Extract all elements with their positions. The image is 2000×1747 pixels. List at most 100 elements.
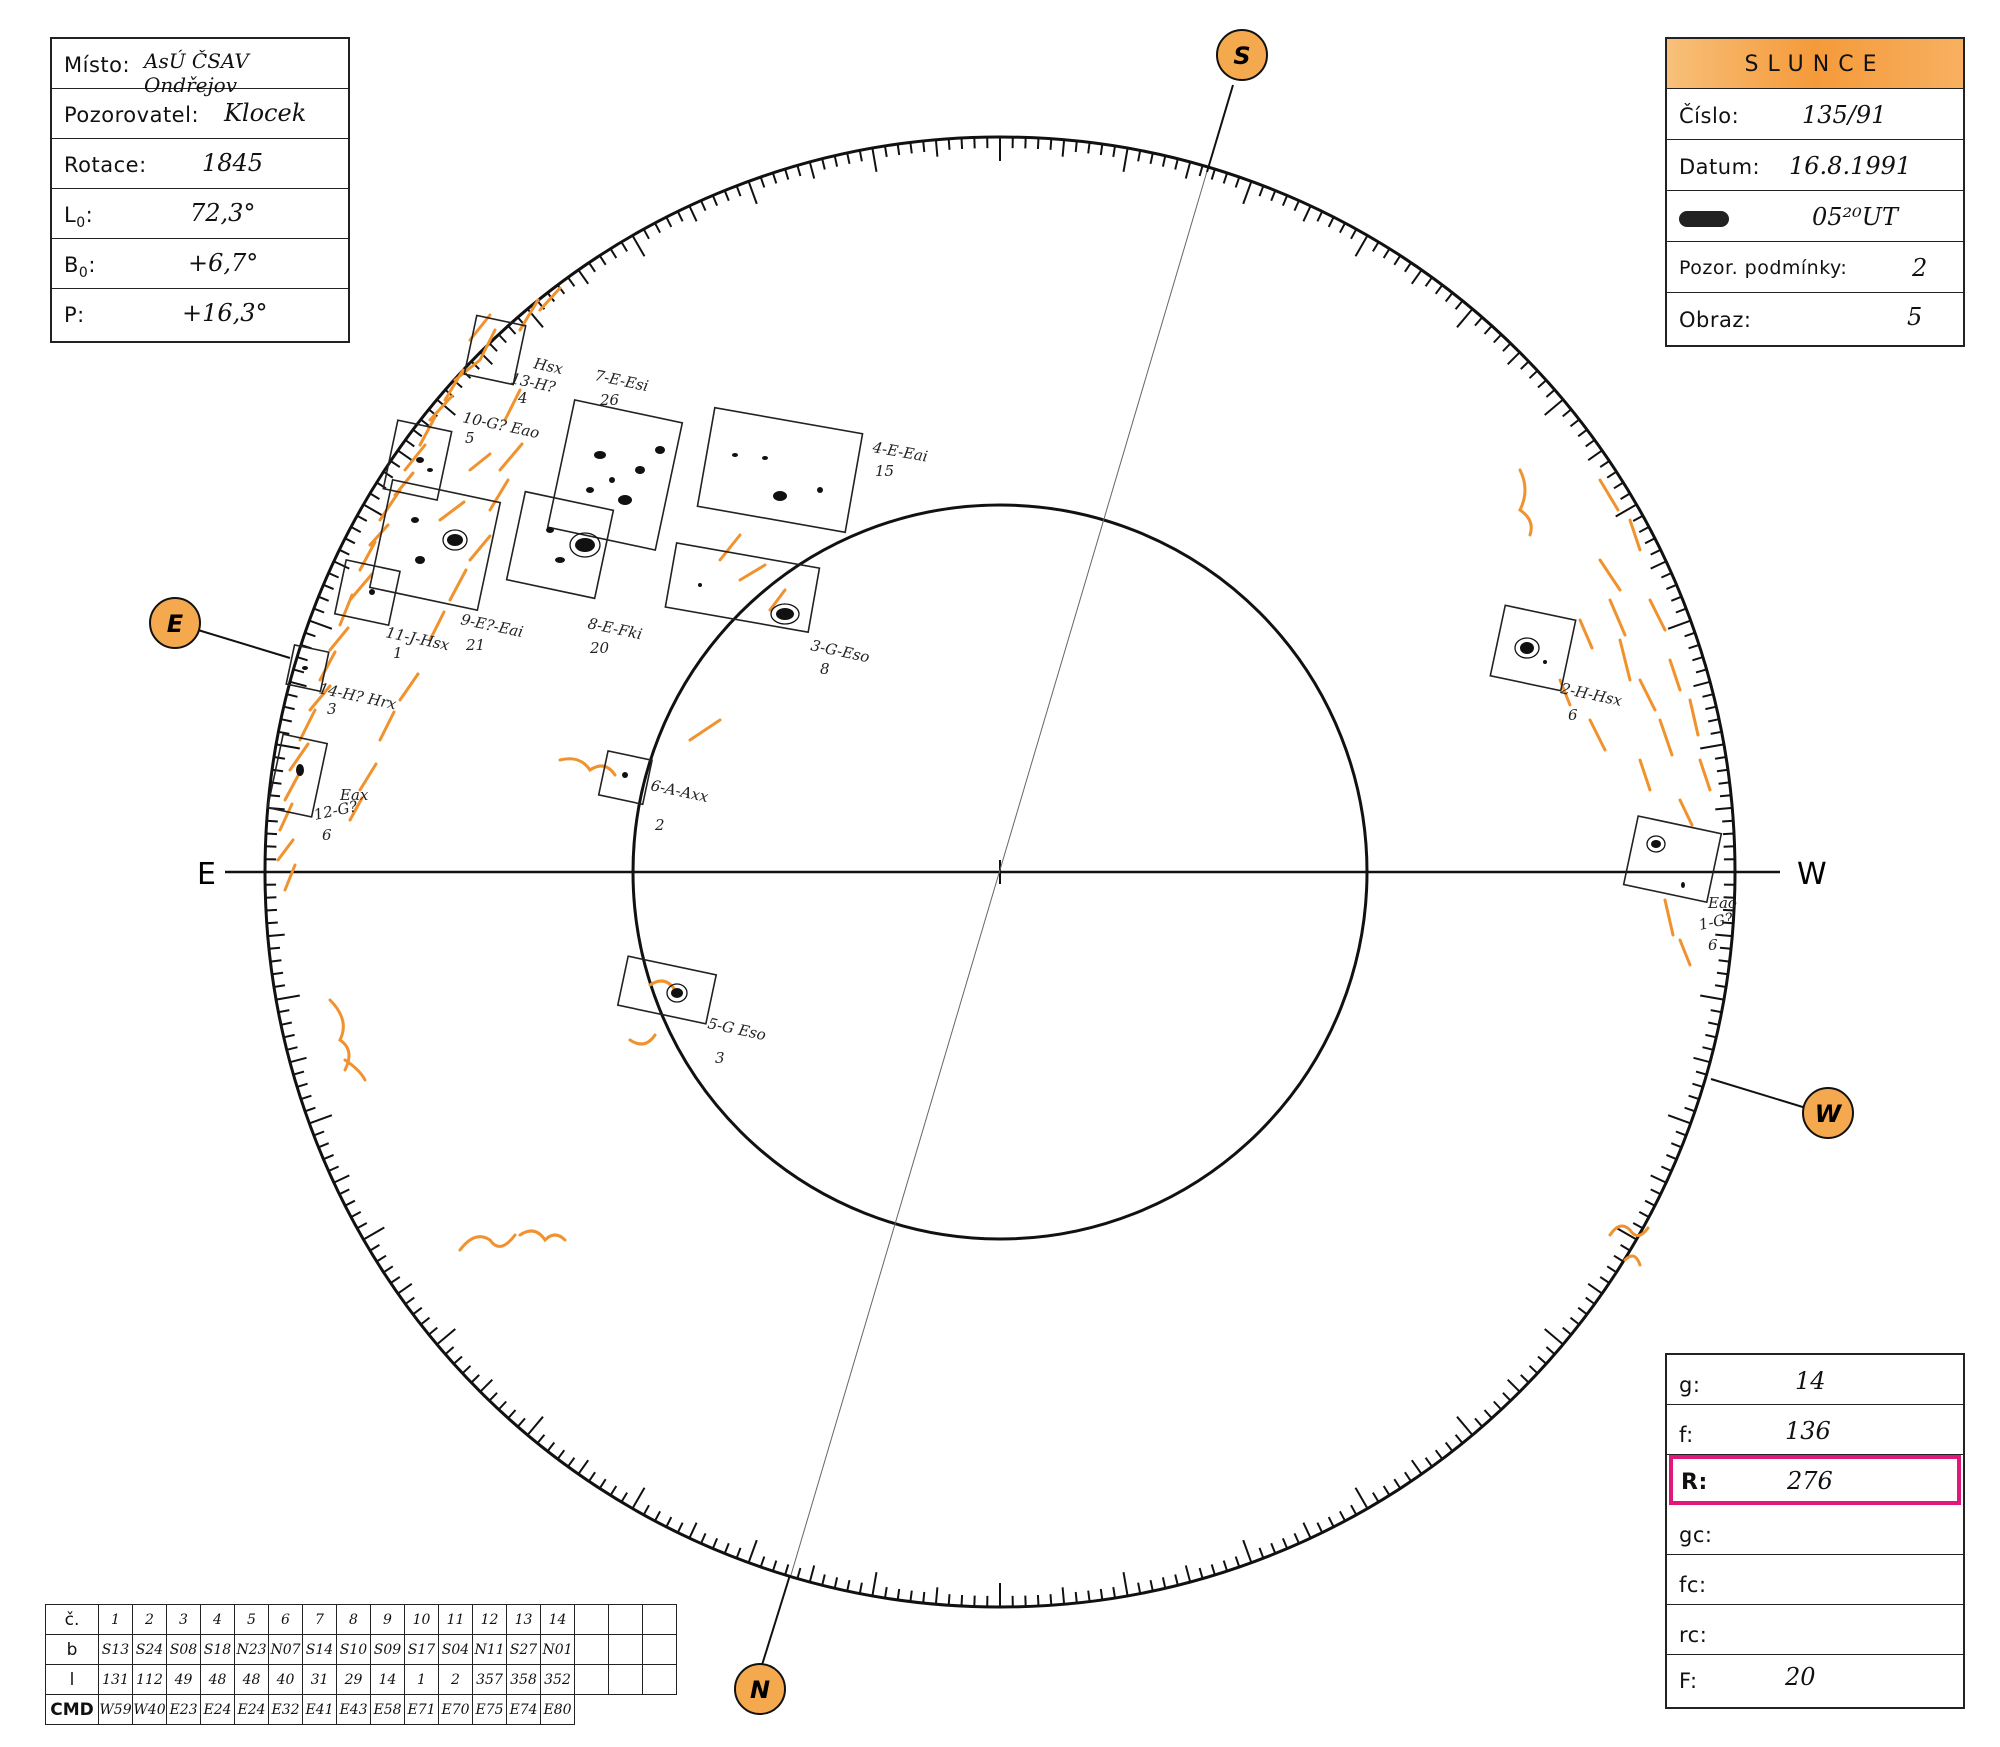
tick-mark xyxy=(1718,959,1730,963)
tick-mark xyxy=(308,1114,333,1125)
table-cell: E70 xyxy=(438,1694,473,1725)
empty-cell xyxy=(608,1634,643,1665)
gc-label: gc: xyxy=(1679,1523,1713,1547)
table-cell: 11 xyxy=(438,1604,473,1635)
tick-mark xyxy=(784,1564,790,1576)
table-cell: 352 xyxy=(540,1664,575,1695)
tick-mark xyxy=(858,150,863,162)
tick-mark xyxy=(412,428,423,438)
g-value: 14 xyxy=(1795,1367,1826,1395)
table-cell: S13 xyxy=(98,1634,133,1665)
tick-mark xyxy=(1036,137,1040,150)
tick-mark xyxy=(296,1082,308,1088)
b0-row: B0: +6,7° xyxy=(52,239,348,289)
tick-mark xyxy=(1456,308,1474,328)
b0-value: +6,7° xyxy=(188,249,259,277)
group-label-12-extra: Eax xyxy=(339,786,369,804)
marker-east: E xyxy=(149,597,201,649)
table-row-label: č. xyxy=(45,1604,99,1635)
table-cell: S04 xyxy=(438,1634,473,1665)
tick-mark xyxy=(896,1588,901,1600)
redacted-mark xyxy=(1679,211,1729,227)
tick-mark xyxy=(1302,205,1312,222)
tick-mark xyxy=(497,333,507,344)
tick-mark xyxy=(784,168,790,180)
tick-mark xyxy=(909,142,913,154)
tick-mark xyxy=(383,470,394,479)
tick-mark xyxy=(280,718,293,723)
tick-mark xyxy=(609,1485,618,1496)
obraz-value: 5 xyxy=(1907,303,1923,331)
east-marker-line xyxy=(197,629,291,659)
tick-mark xyxy=(1354,235,1369,257)
podminky-label: Pozor. podmínky: xyxy=(1679,257,1848,279)
tick-mark xyxy=(1506,351,1521,366)
r-row: R: 276 xyxy=(1669,1455,1961,1505)
tick-mark xyxy=(1562,1326,1572,1336)
tick-mark xyxy=(278,730,290,735)
rotace-label: Rotace: xyxy=(64,153,147,177)
tick-mark xyxy=(1293,200,1300,212)
tick-mark xyxy=(304,1106,316,1113)
tick-mark xyxy=(1615,1226,1637,1241)
tick-mark xyxy=(1112,145,1116,158)
table-row-label: b xyxy=(45,1634,99,1665)
tick-mark xyxy=(1577,428,1588,438)
tick-mark xyxy=(497,1400,507,1411)
table-cell: 7 xyxy=(302,1604,337,1635)
tick-mark xyxy=(620,1492,628,1503)
table-cell: 2 xyxy=(438,1664,473,1695)
marker-south: S xyxy=(1216,29,1268,81)
tick-mark xyxy=(759,1556,766,1568)
tick-mark xyxy=(1684,631,1696,638)
tick-mark xyxy=(747,1539,758,1564)
tick-mark xyxy=(1599,460,1610,468)
tick-mark xyxy=(1242,1539,1253,1564)
table-cell: 40 xyxy=(268,1664,303,1695)
south-pole-line xyxy=(1206,84,1234,173)
west-axis-label: W xyxy=(1797,857,1827,892)
pozorovatel-label: Pozorovatel: xyxy=(64,103,200,127)
tick-mark xyxy=(1350,1504,1358,1516)
degree-ticks xyxy=(265,137,1735,1607)
tick-mark xyxy=(1061,139,1066,157)
results-box: g: 14 f: 136 R: 276 gc: fc: rc: F: 20 xyxy=(1665,1353,1965,1709)
obraz-row: Obraz: 5 xyxy=(1667,293,1963,341)
tick-mark xyxy=(1316,210,1324,222)
p-value: +16,3° xyxy=(182,299,268,327)
table-cell: 48 xyxy=(234,1664,269,1695)
fc-row: fc: xyxy=(1667,1555,1963,1605)
tick-mark xyxy=(363,1226,385,1241)
tick-mark xyxy=(1382,248,1391,259)
group-label-8-sub: 20 xyxy=(589,639,610,657)
tick-mark xyxy=(286,1046,298,1051)
tick-mark xyxy=(808,1565,816,1583)
tick-mark xyxy=(654,1510,661,1522)
pozorovatel-row: Pozorovatel: Klocek xyxy=(52,89,348,139)
tick-mark xyxy=(1087,142,1091,154)
tick-mark xyxy=(1424,276,1433,287)
tick-mark xyxy=(1644,537,1656,545)
tick-mark xyxy=(1444,1441,1454,1452)
table-cell: 1 xyxy=(98,1604,133,1635)
tick-mark xyxy=(453,1355,463,1365)
tick-mark xyxy=(642,228,650,240)
cas-row: 05²⁰UT xyxy=(1667,191,1963,242)
tick-mark xyxy=(1577,1306,1588,1316)
tick-mark xyxy=(1474,1417,1483,1428)
table-cell: 14 xyxy=(370,1664,405,1695)
tick-mark xyxy=(1099,144,1104,156)
tick-mark xyxy=(296,656,308,662)
tick-mark xyxy=(1692,656,1704,662)
tick-mark xyxy=(759,176,766,188)
tick-mark xyxy=(1474,316,1483,327)
tick-mark xyxy=(1493,1400,1503,1411)
group-label-10-sub: 5 xyxy=(465,429,475,447)
tick-mark xyxy=(293,668,305,674)
tick-mark xyxy=(304,631,316,638)
tick-mark xyxy=(1719,946,1732,950)
tick-mark xyxy=(1650,560,1667,570)
cislo-row: Číslo: 135/91 xyxy=(1667,89,1963,140)
